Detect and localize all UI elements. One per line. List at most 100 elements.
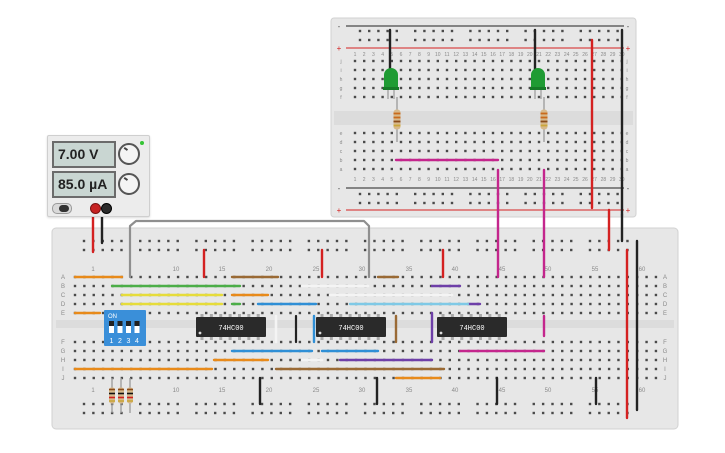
power-switch-icon[interactable] (52, 203, 72, 214)
small-hole (445, 68, 449, 72)
column-number: 13 (463, 52, 469, 58)
rail-hole (478, 201, 481, 205)
main-hole (289, 293, 292, 297)
resistor[interactable] (540, 97, 548, 142)
resistor-body (127, 387, 133, 404)
led-rim (530, 87, 546, 90)
small-hole (353, 149, 357, 153)
rail-hole (504, 402, 507, 406)
small-hole (455, 86, 458, 90)
resistor-band (109, 396, 115, 399)
small-hole (363, 59, 366, 63)
negative-terminal-icon[interactable] (101, 203, 112, 214)
main-hole (476, 367, 480, 371)
small-hole (593, 59, 596, 63)
small-hole (583, 149, 587, 153)
main-hole (429, 349, 433, 353)
main-hole (523, 293, 526, 297)
dip-toggle[interactable] (134, 321, 140, 333)
rail-hole (363, 402, 367, 406)
main-hole (233, 311, 236, 315)
resistor[interactable] (393, 97, 401, 142)
main-hole (598, 284, 601, 288)
rail-hole (598, 402, 601, 406)
led-green[interactable] (383, 68, 399, 99)
main-hole (598, 293, 601, 297)
main-hole (486, 367, 489, 371)
small-hole (593, 158, 596, 162)
voltage-knob-icon[interactable] (118, 143, 140, 165)
small-hole (602, 140, 605, 144)
rail-hole (232, 239, 236, 243)
resistor[interactable] (118, 378, 124, 413)
column-number: 3 (372, 177, 375, 183)
chip-pin (320, 337, 324, 340)
rail-hole (382, 411, 386, 415)
dip-number: 3 (127, 338, 131, 345)
row-letter: B (663, 284, 667, 290)
small-hole (399, 68, 403, 72)
small-hole (611, 149, 614, 153)
main-hole (551, 293, 555, 297)
dip-toggle[interactable] (126, 321, 131, 333)
small-hole (409, 86, 412, 90)
main-hole (261, 284, 264, 288)
ic-chip-1[interactable]: 74HC00 (196, 314, 266, 340)
main-hole (486, 311, 489, 315)
small-hole (353, 68, 357, 72)
small-hole (602, 68, 605, 72)
column-number: 21 (536, 177, 542, 183)
ic-chip-3[interactable]: 74HC00 (437, 314, 507, 340)
main-hole (279, 358, 283, 362)
main-hole (607, 284, 611, 288)
main-hole (336, 340, 339, 344)
small-hole (363, 140, 366, 144)
column-number: 40 (452, 267, 459, 273)
rail-hole (588, 201, 592, 205)
chip-pin (247, 314, 251, 317)
small-hole (445, 95, 449, 99)
rail-hole (204, 239, 208, 243)
row-letter: a (626, 167, 629, 173)
chip-pin (450, 314, 454, 317)
small-hole (528, 59, 531, 63)
chip-pin (469, 314, 473, 317)
main-hole (317, 311, 320, 315)
small-hole (353, 86, 357, 90)
main-hole (83, 302, 86, 306)
resistor[interactable] (127, 378, 133, 413)
small-hole (473, 59, 476, 63)
main-hole (654, 311, 658, 315)
ic-chip-2[interactable]: 74HC00 (316, 314, 386, 340)
main-hole (392, 349, 395, 353)
dip-toggle[interactable] (109, 321, 114, 333)
column-number: 15 (219, 388, 226, 394)
positive-terminal-icon[interactable] (90, 203, 101, 214)
led-green[interactable] (530, 68, 546, 99)
small-hole (611, 86, 614, 90)
dip-toggle[interactable] (117, 321, 123, 333)
column-number: 29 (610, 177, 616, 183)
power-supply[interactable]: 7.00 V 85.0 µA (47, 135, 150, 217)
small-hole (372, 95, 375, 99)
small-hole (501, 158, 504, 162)
rail-hole (386, 192, 389, 196)
rail-hole (552, 201, 555, 205)
chip-pin (469, 337, 473, 340)
small-hole (611, 140, 614, 144)
main-hole (617, 367, 620, 371)
resistor-band (540, 112, 548, 115)
wire-gray[interactable] (128, 219, 371, 279)
rail-hole (195, 248, 198, 252)
main-hole (101, 340, 105, 344)
main-hole (364, 340, 367, 344)
current-knob-icon[interactable] (118, 173, 140, 195)
resistor[interactable] (109, 378, 115, 413)
column-number: 35 (406, 267, 413, 273)
main-hole (514, 293, 517, 297)
main-hole (457, 376, 461, 380)
chip-pin (348, 314, 352, 317)
small-hole (528, 131, 531, 135)
